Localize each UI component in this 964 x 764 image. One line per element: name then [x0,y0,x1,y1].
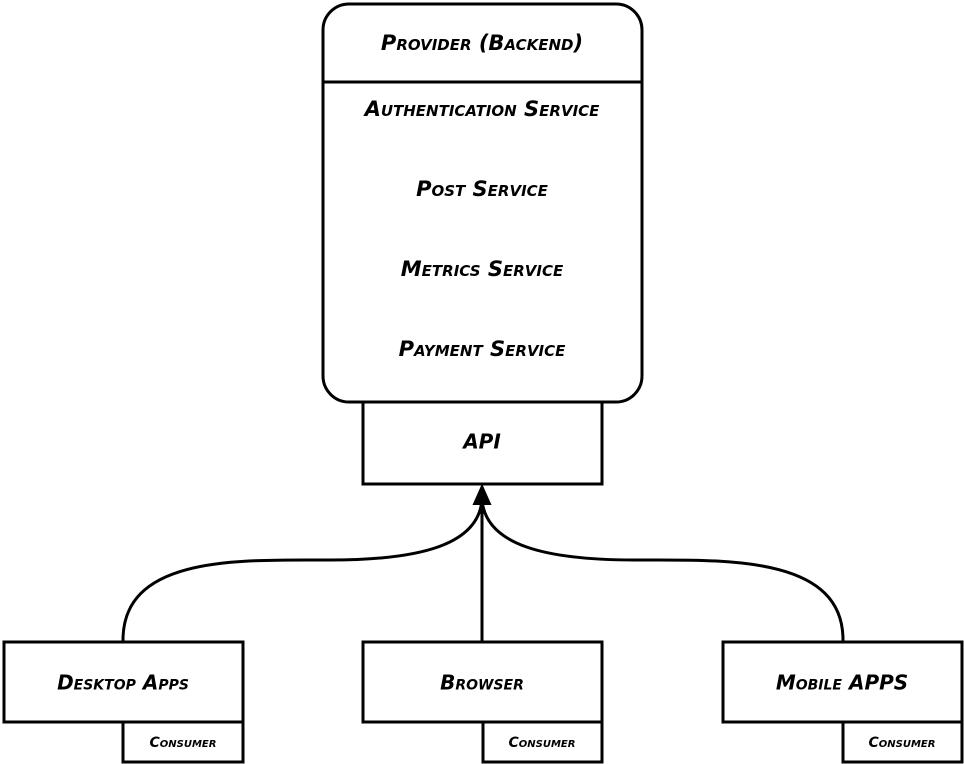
consumer-browser-tag-box [481,720,604,764]
connector-mobile-to-api [480,498,845,642]
service-post: Post Service [416,177,549,201]
consumer-browser: Browser Consumer [361,640,604,764]
api-node: API [361,400,604,486]
api-box [361,400,604,486]
consumer-browser-name: Browser [440,671,524,695]
consumer-mobile-tag-box [841,720,964,764]
consumer-desktop-name: Desktop Apps [57,671,189,695]
consumer-mobile-name: Mobile APPS [776,671,908,695]
api-label: API [461,430,501,454]
consumer-mobile: Mobile APPS Consumer [721,640,964,764]
consumer-desktop: Desktop Apps Consumer [2,640,245,764]
service-authentication: Authentication Service [363,97,601,121]
consumer-desktop-tag-box [121,720,245,764]
consumer-desktop-tag: Consumer [150,735,217,751]
connector-desktop-to-api [121,498,484,642]
service-metrics: Metrics Service [401,257,564,281]
consumer-browser-tag: Consumer [509,735,576,751]
provider-title: Provider (Backend) [381,31,583,55]
consumer-browser-box [361,640,604,724]
connectors [121,483,845,642]
consumer-mobile-box [721,640,964,724]
provider-container: Provider (Backend) Authentication Servic… [321,2,644,404]
consumer-mobile-tag: Consumer [869,735,936,751]
arrowhead-icon [472,483,492,505]
service-payment: Payment Service [399,337,567,361]
